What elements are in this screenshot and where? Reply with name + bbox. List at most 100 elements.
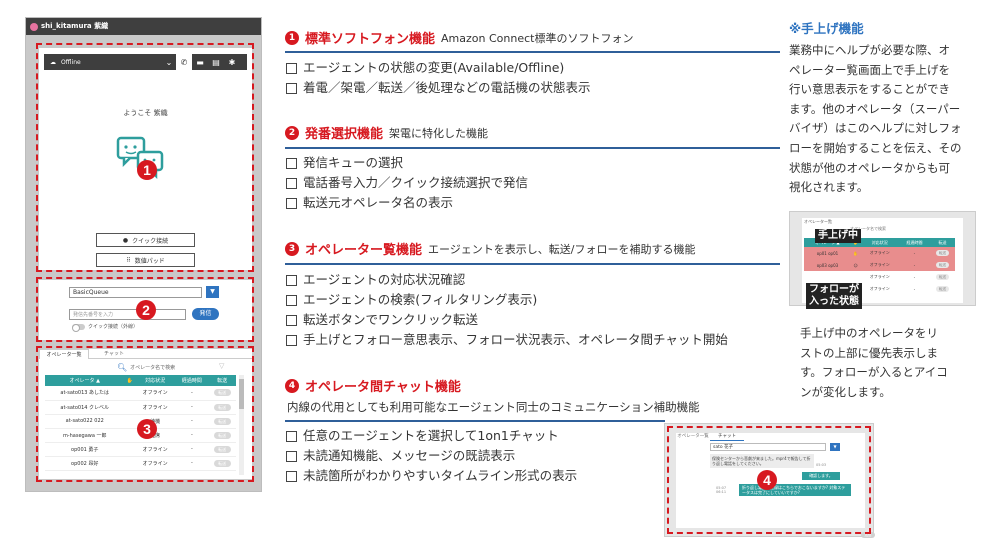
operator-table: オペレータ ▲ ✋ 対応状況 経過時間 転送 at-sato013 あしたはオフ… (45, 375, 236, 471)
section-3-list: エージェントの対応状況確認エージェントの検索(フィルタリング表示)転送ボタンでワ… (286, 270, 728, 350)
chevron-down-icon[interactable]: ⌄ (165, 57, 173, 67)
table-row[interactable]: オフライン-転送 (804, 271, 955, 283)
chat-tab-icon[interactable]: ▬ (196, 57, 204, 67)
chat-recipient-select[interactable]: sato 花子 (710, 443, 826, 451)
hand-cell (124, 414, 135, 429)
divider (285, 420, 665, 422)
col-operator[interactable]: オペレータ ▲ (45, 375, 125, 386)
transfer-button[interactable]: 転送 (213, 417, 231, 425)
message-time: 05:07 (716, 486, 727, 490)
checkbox-icon (286, 177, 297, 189)
gear-icon[interactable]: ✱ (228, 57, 236, 67)
agent-status-select[interactable]: ☁ Offline (44, 59, 162, 66)
feature-item: 未読箇所がわかりやすいタイムライン形式の表示 (286, 466, 577, 486)
transfer-button[interactable]: 転送 (935, 274, 949, 280)
operator-name: op001 勇子 (45, 442, 125, 457)
table-row[interactable]: at-sato013 あしたはオフライン-転送 (45, 386, 236, 401)
operator-status: オフライン (860, 259, 900, 271)
checkbox-icon (286, 274, 297, 286)
transfer-button[interactable]: 転送 (213, 431, 231, 439)
feature-text: エージェントの対応状況確認 (303, 272, 466, 287)
operator-tabs: オペレータ一覧 チャット (39, 349, 252, 359)
transfer-button[interactable]: 転送 (213, 445, 231, 453)
feature-item: 転送ボタンでワンクリック転送 (286, 310, 728, 330)
quick-connect-toggle-row[interactable]: クイック接続（外線） (72, 323, 138, 332)
transfer-cell: 転送 (208, 442, 236, 457)
chevron-down-icon[interactable]: ▼ (830, 443, 840, 451)
quick-connect-button[interactable]: ● クイック接続 (96, 233, 195, 247)
transfer-button[interactable]: 転送 (213, 403, 231, 411)
table-row[interactable]: オフライン-転送 (804, 283, 955, 295)
transfer-button[interactable]: 転送 (935, 262, 949, 268)
col-transfer: 転送 (208, 375, 236, 386)
hand-cell (124, 386, 135, 401)
operator-status: オフライン (860, 247, 900, 259)
checkbox-icon (286, 470, 297, 482)
queue-select[interactable]: BasicQueue (69, 287, 202, 298)
section-3-heading: 3 オペレーター覧機能 エージェントを表示し、転送/フォローを補助する機能 (285, 239, 696, 258)
message-sent: 確認します。 (802, 472, 840, 480)
operator-status: オフライン (869, 286, 890, 291)
col-hand-icon: ✋ (124, 375, 135, 386)
dial-button[interactable]: 発信 (192, 308, 219, 320)
operator-search[interactable]: オペレータ名で検索 (850, 226, 886, 231)
feature-text: 未読箇所がわかりやすいタイムライン形式の表示 (303, 468, 578, 483)
follow-icon: ☺ (850, 259, 861, 271)
tab-operator-list[interactable]: オペレータ一覧 (677, 434, 709, 439)
transfer-cell: 転送 (208, 386, 236, 401)
section-number: 2 (285, 125, 299, 140)
phone-tab-icon[interactable]: ✆ (176, 54, 192, 70)
table-row[interactable]: op001 勇子オフライン-転送 (45, 442, 236, 457)
section-desc: 架電に特化した機能 (389, 126, 489, 140)
checkbox-icon (286, 294, 297, 306)
send-button[interactable]: 送信 (861, 532, 875, 538)
softphone-window: shi_kitamura 紫織 ☁ Offline ⌄ ✆ ▬ ▤ ✱ ようこそ… (25, 17, 262, 492)
message-time: 06:11 (716, 490, 727, 494)
tab-operator-list[interactable]: オペレーター覧 (804, 219, 832, 224)
col-status: 対応状況 (860, 238, 900, 247)
section-desc: Amazon Connect標準のソフトフォン (441, 31, 634, 45)
transfer-button[interactable]: 転送 (935, 250, 949, 256)
section-4-heading: 4 オペレータ間チャット機能 (285, 376, 461, 395)
operator-name (804, 271, 851, 283)
section-1-list: エージェントの状態の変更(Available/Offline)着電／架電／転送／… (286, 58, 591, 98)
table-row[interactable]: op01 op01✋オフライン-転送 (804, 247, 955, 259)
feature-text: 電話番号入力／クイック接続選択で発信 (303, 175, 529, 190)
table-row[interactable]: op002 昂好オフライン-転送 (45, 456, 236, 471)
checkbox-icon (286, 197, 297, 209)
clipboard-tab-icon[interactable]: ▤ (212, 57, 220, 67)
dialpad-button[interactable]: ⠿ 数値パッド (96, 253, 195, 267)
section-4-desc: 内線の代用としても利用可能なエージェント同士のコミュニケーション補助機能 (287, 400, 700, 414)
transfer-button[interactable]: 転送 (213, 459, 231, 467)
chat-tabs: オペレータ一覧 チャット (676, 433, 865, 441)
tab-chat[interactable]: チャット (710, 433, 744, 441)
operator-name: at-sato014 クレベル (45, 400, 125, 415)
toggle-switch[interactable] (72, 323, 85, 332)
section-title: オペレータ間チャット機能 (305, 380, 461, 395)
highlight-box-2 (36, 277, 254, 342)
dialpad-label: 数値パッド (134, 257, 165, 265)
filter-icon[interactable]: ▽ (219, 362, 225, 370)
scrollbar[interactable] (239, 375, 244, 475)
queue-dropdown-icon[interactable]: ▼ (206, 286, 219, 298)
checkbox-icon (286, 314, 297, 326)
table-row[interactable]: at-sato014 クレベルオフライン-転送 (45, 400, 236, 415)
tab-operator-list[interactable]: オペレータ一覧 (39, 349, 89, 359)
highlight-box-4 (667, 426, 871, 534)
feature-text: 発信キューの選択 (303, 155, 404, 170)
operator-name: at-sato022 022 (45, 414, 125, 429)
tab-chat[interactable]: チャット (89, 349, 139, 359)
transfer-button[interactable]: 転送 (935, 286, 949, 292)
operator-name: op03 op03 (804, 259, 851, 271)
operator-search[interactable]: 🔍︎ オペレータ名で検索 (117, 363, 175, 372)
hand-cell (124, 428, 135, 443)
col-transfer: 転送 (929, 238, 955, 247)
table-row[interactable]: op03 op03☺オフライン-転送 (804, 259, 955, 271)
message-received: 保険センターから悲劇が来ました。mpr4で報告して折り返し電話をしてください。 (710, 454, 814, 468)
chat-screenshot: オペレータ一覧 チャット sato 花子 ▼ 保険センターから悲劇が来ました。m… (664, 423, 875, 538)
phone-number-input[interactable]: 発信先番号を入力 (69, 309, 186, 320)
transfer-button[interactable]: 転送 (213, 389, 231, 397)
search-icon: 🔍︎ (117, 363, 128, 372)
operator-name: op01 op01 (804, 247, 851, 259)
